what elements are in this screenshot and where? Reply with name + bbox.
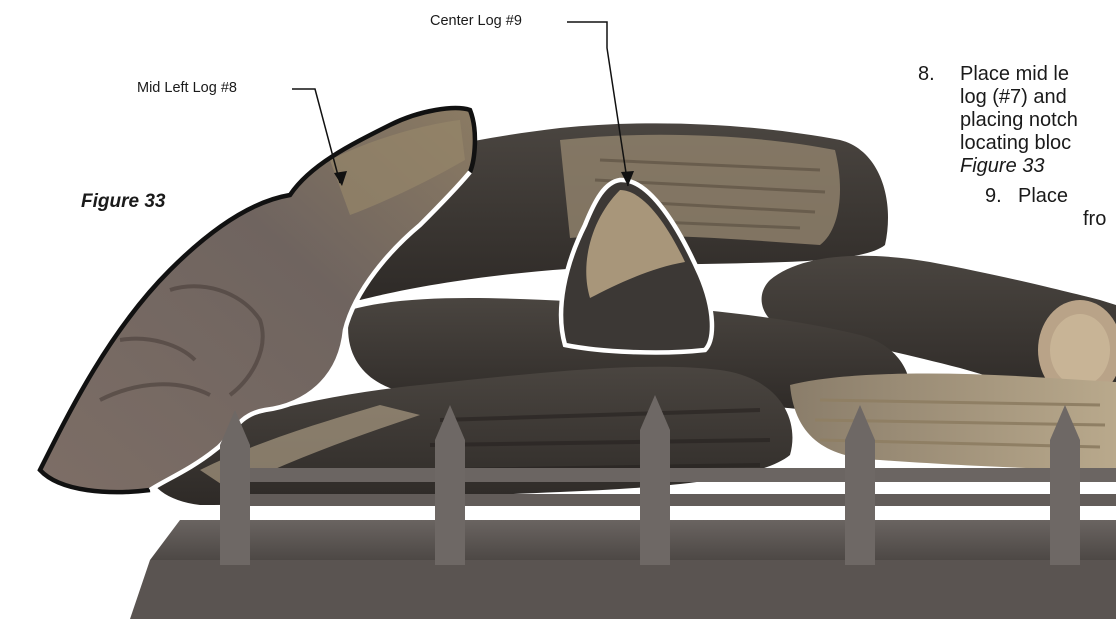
step-9-line-2: fro xyxy=(1083,208,1106,231)
step-8-line-4: locating bloc xyxy=(960,132,1071,155)
step-9-number: 9. xyxy=(985,185,1002,208)
figure-label: Figure 33 xyxy=(81,191,165,213)
step-8-number: 8. xyxy=(918,63,935,86)
step-8-line-2: log (#7) and xyxy=(960,86,1067,109)
step-8-line-1: Place mid le xyxy=(960,63,1069,86)
center-log-callout: Center Log #9 xyxy=(430,13,522,29)
step-9-line-1: Place xyxy=(1018,185,1068,208)
step-8-line-3: placing notch xyxy=(960,109,1078,132)
mid-left-log-callout: Mid Left Log #8 xyxy=(137,80,237,96)
step-8-figure-ref: Figure 33 xyxy=(960,155,1045,178)
